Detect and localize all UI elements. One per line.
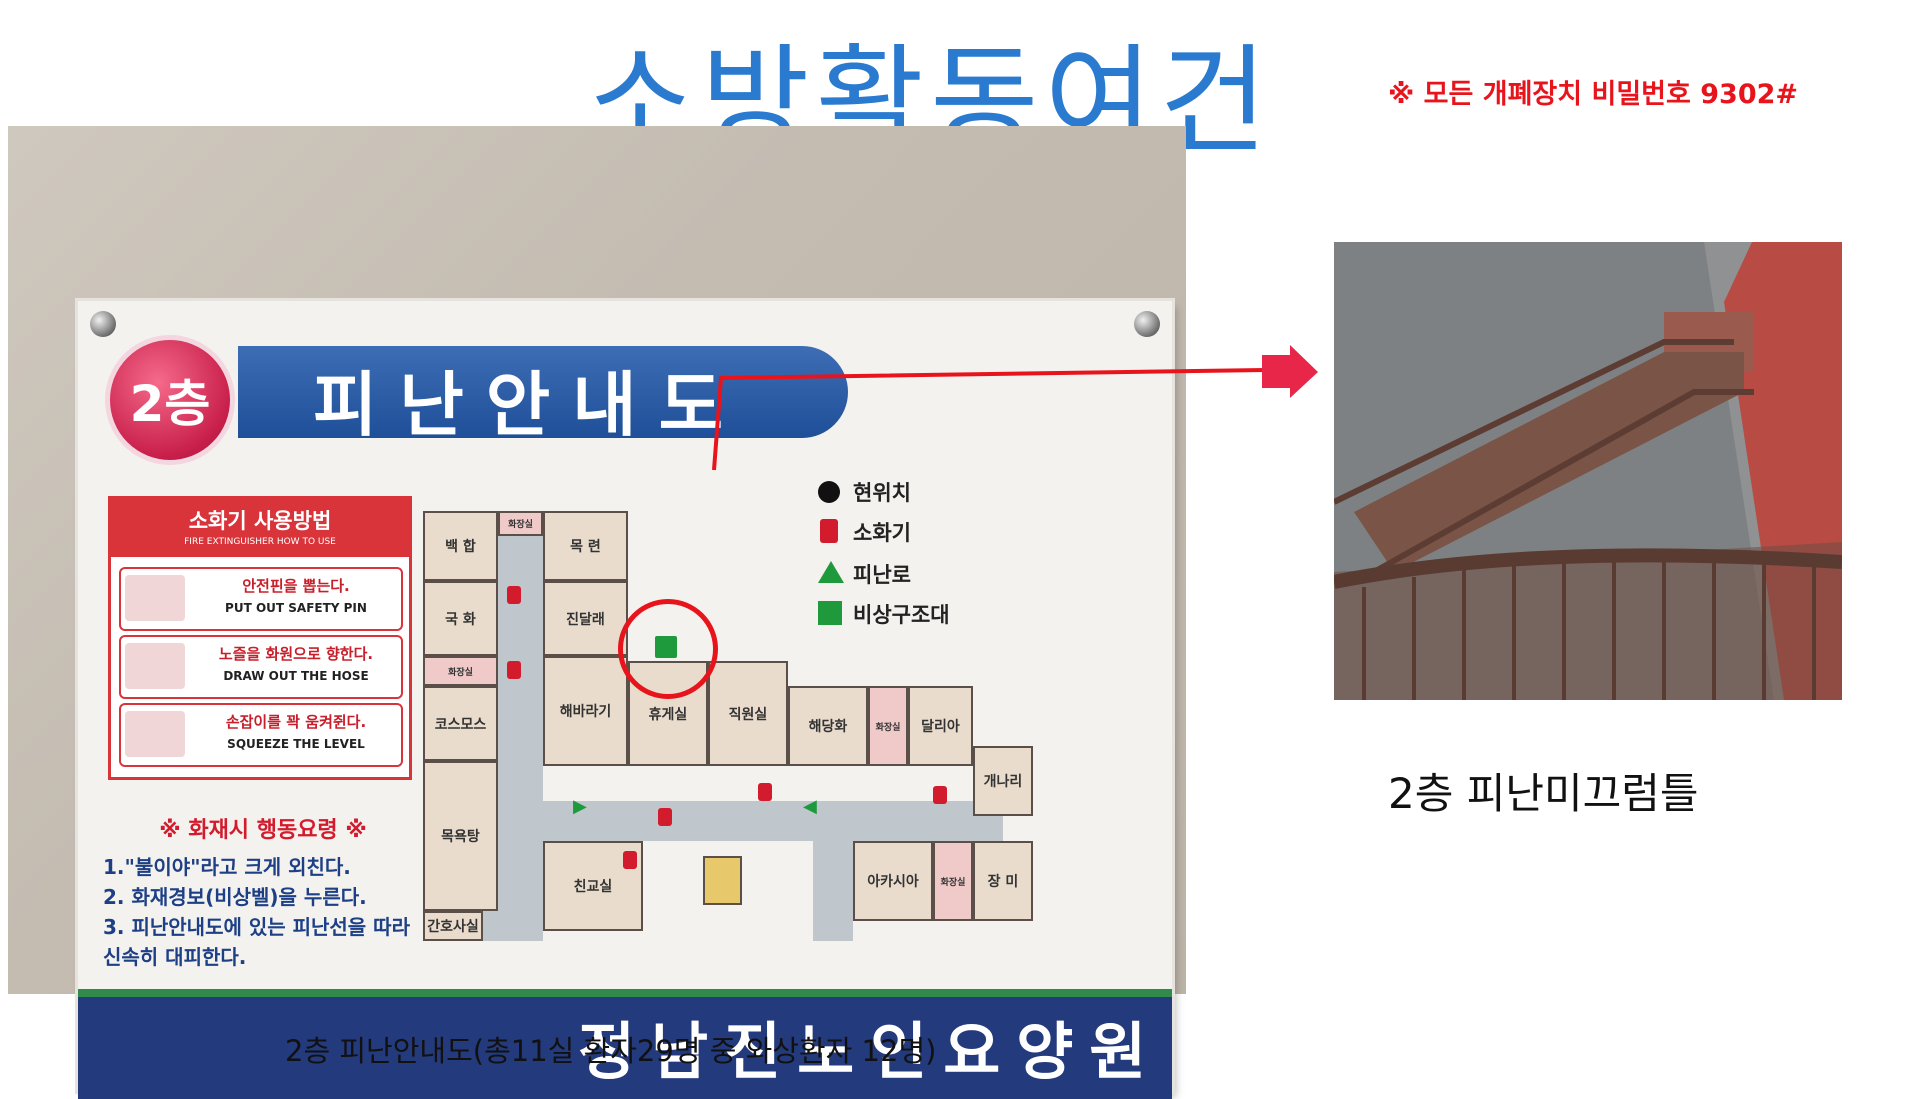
hose-icon (125, 643, 185, 689)
board-banner (238, 346, 848, 438)
room: 화장실 (868, 686, 908, 766)
step-text: 손잡이를 꽉 움켜쥔다. (225, 713, 367, 731)
current-location-icon (818, 481, 840, 503)
bolt-icon (90, 311, 116, 337)
extinguisher-subtitle: FIRE EXTINGUISHER HOW TO USE (184, 537, 336, 547)
room: 개나리 (973, 746, 1033, 816)
room: 진달래 (543, 581, 628, 656)
evacuation-map-photo: 피난안내도 2층 소화기 사용방법 FIRE EXTINGUISHER HOW … (8, 126, 1186, 1099)
route-arrow-icon: ◀ (803, 796, 817, 817)
room: 국 화 (423, 581, 498, 656)
step-text-en: SQUEEZE THE LEVEL (227, 737, 365, 751)
step-text-en: DRAW OUT THE HOSE (223, 669, 369, 683)
room: 화장실 (498, 511, 543, 536)
extinguisher-icon (507, 661, 521, 679)
extinguisher-icon (623, 851, 637, 869)
step-text: 안전핀을 뽑는다. (242, 577, 350, 595)
institution-name: 정남진노인요양원 (578, 1015, 1163, 1088)
extinguisher-icon (658, 808, 672, 826)
board-title: 피난안내도 (313, 364, 745, 446)
route-arrow-icon: ▶ (573, 796, 587, 817)
fire-rule: 3. 피난안내도에 있는 피난선을 따라 신속히 대피한다. (103, 915, 410, 969)
bolt-icon (1134, 311, 1160, 337)
step-text: 노즐을 화원으로 향한다. (218, 645, 374, 663)
room: 아카시아 (853, 841, 933, 921)
room: 간호사실 (423, 911, 483, 941)
extinguisher-instructions: 소화기 사용방법 FIRE EXTINGUISHER HOW TO USE 안전… (108, 496, 412, 780)
slide-caption: 2층 피난미끄럼틀 (1388, 769, 1699, 818)
room: 달리아 (908, 686, 973, 766)
extinguisher-icon (507, 586, 521, 604)
legend-label: 피난로 (853, 563, 911, 587)
extinguisher-step: 손잡이를 꽉 움켜쥔다. SQUEEZE THE LEVEL (119, 703, 403, 767)
extinguisher-icon (933, 786, 947, 804)
room: 해당화 (788, 686, 868, 766)
map-legend: 현위치 소화기 피난로 비상구조대 (818, 481, 1018, 631)
pin-icon (125, 575, 185, 621)
extinguisher-title: 소화기 사용방법 (188, 509, 332, 533)
room: 화장실 (423, 656, 498, 686)
room: 백 합 (423, 511, 498, 581)
room: 장 미 (973, 841, 1033, 921)
legend-label: 소화기 (853, 521, 911, 545)
extinguisher-icon (758, 783, 772, 801)
password-note: ※ 모든 개폐장치 비밀번호 9302# (1388, 79, 1799, 110)
evacuation-slide-photo (1334, 242, 1842, 700)
fire-rules: ※ 화재시 행동요령 ※ 1."불이야"라고 크게 외친다. 2. 화재경보(비… (103, 816, 423, 972)
step-text-en: PUT OUT SAFETY PIN (225, 601, 367, 615)
evacuation-board: 피난안내도 2층 소화기 사용방법 FIRE EXTINGUISHER HOW … (78, 301, 1173, 1099)
exit-highlight-circle (618, 599, 718, 699)
room: 목욕탕 (423, 761, 498, 911)
legend-label: 비상구조대 (853, 603, 950, 627)
exit-route-icon (818, 561, 844, 583)
extinguisher-header: 소화기 사용방법 FIRE EXTINGUISHER HOW TO USE (111, 499, 409, 557)
room: 코스모스 (423, 686, 498, 761)
room: 목 련 (543, 511, 628, 581)
room: 화장실 (933, 841, 973, 921)
stairs (703, 856, 742, 905)
floor-plan: 백 합 목 련 화장실 국 화 진달래 화장실 코스모스 해바라기 휴게실 직원… (423, 511, 1173, 951)
floor-badge: 2층 (105, 335, 235, 465)
emergency-exit-icon (818, 601, 842, 625)
extinguisher-icon (820, 519, 838, 543)
arrow-icon (1262, 345, 1318, 398)
extinguisher-step: 안전핀을 뽑는다. PUT OUT SAFETY PIN (119, 567, 403, 631)
fire-rule: 2. 화재경보(비상벨)을 누른다. (103, 885, 367, 909)
room: 직원실 (708, 661, 788, 766)
fire-rules-title: ※ 화재시 행동요령 ※ (159, 818, 367, 843)
connector-line (712, 368, 1266, 471)
lever-icon (125, 711, 185, 757)
room: 해바라기 (543, 656, 628, 766)
fire-rule: 1."불이야"라고 크게 외친다. (103, 855, 351, 879)
map-caption: 2층 피난안내도(총11실 환자29명 중 와상환자 12명) (285, 1034, 937, 1068)
legend-label: 현위치 (853, 481, 911, 505)
slide-photo-drawing (1334, 242, 1842, 700)
extinguisher-step: 노즐을 화원으로 향한다. DRAW OUT THE HOSE (119, 635, 403, 699)
